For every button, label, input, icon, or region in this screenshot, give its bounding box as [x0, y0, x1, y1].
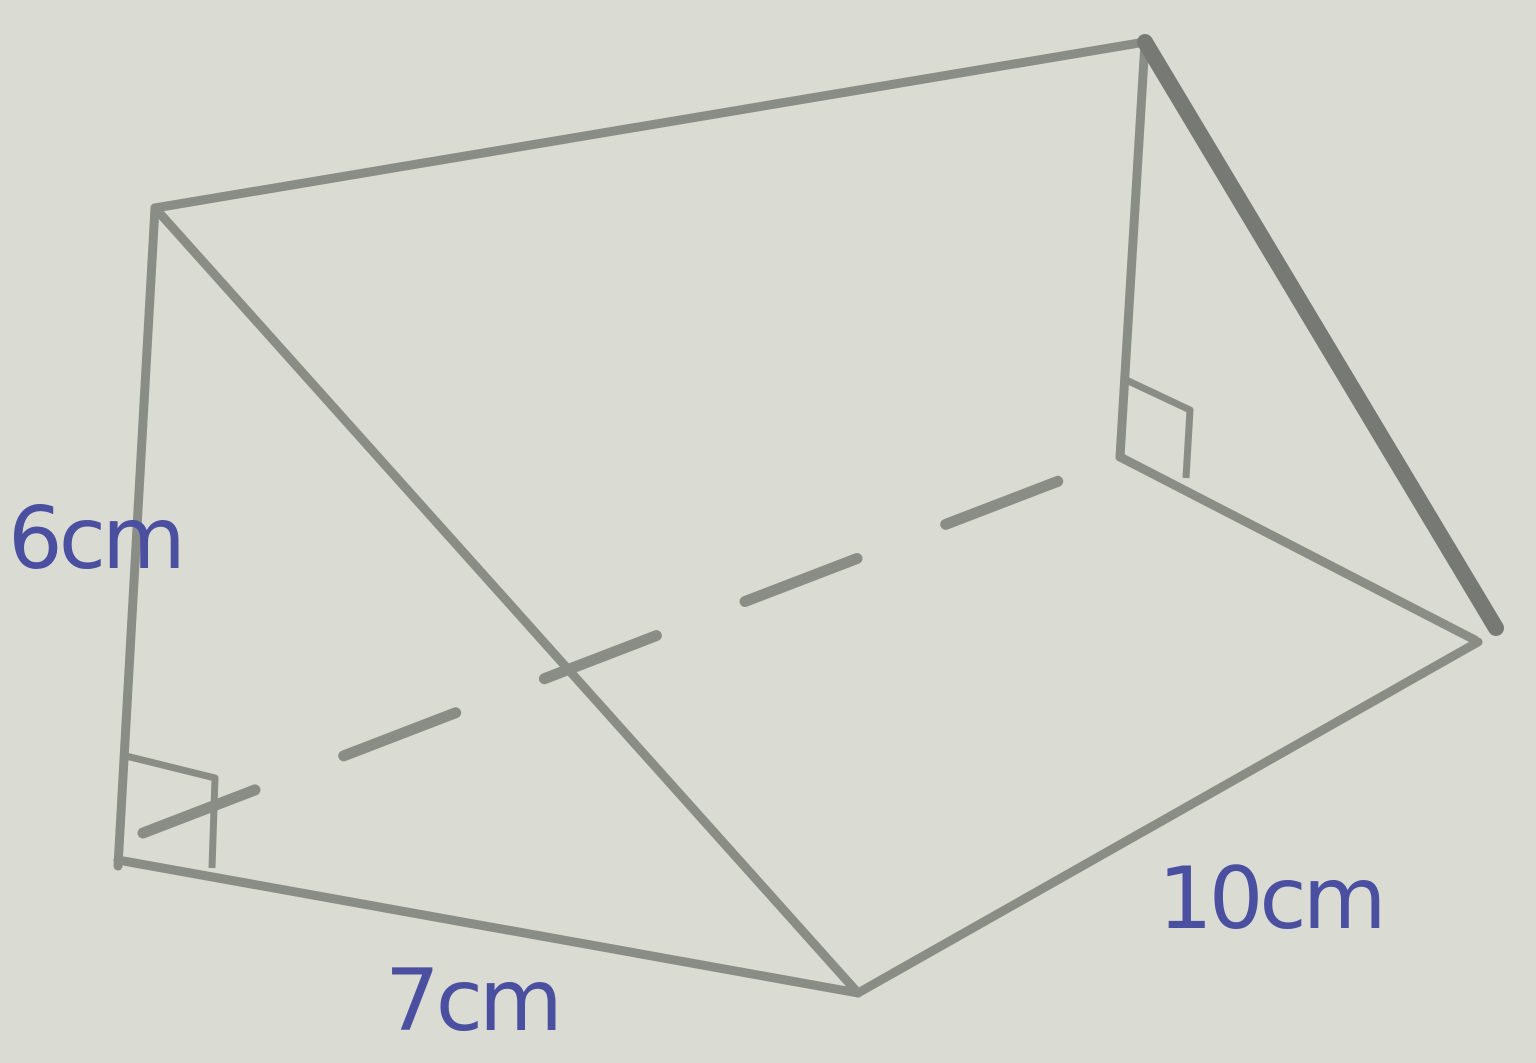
- front-right-angle-marker: [121, 751, 219, 869]
- top-ridge-edge: [150, 37, 1150, 213]
- hidden-bottom-edge: [137, 456, 1114, 839]
- front-base-edge: [113, 855, 863, 998]
- back-hypotenuse-edge: [1137, 34, 1504, 636]
- front-hypotenuse-edge: [150, 203, 863, 998]
- base-label: 7cm: [385, 951, 559, 1051]
- bottom-long-edge: [853, 637, 1483, 998]
- back-right-angle-marker: [1120, 374, 1194, 479]
- height-label: 6cm: [8, 489, 182, 589]
- back-base-edge: [1115, 452, 1480, 645]
- length-label: 10cm: [1158, 849, 1383, 949]
- back-vertical-edge: [1115, 37, 1150, 462]
